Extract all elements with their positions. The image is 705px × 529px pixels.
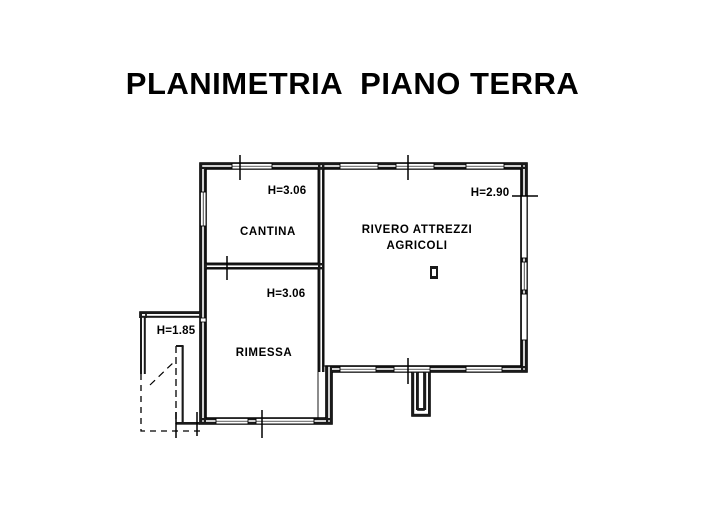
room-label-rivero-line2: AGRICOLI <box>386 240 447 252</box>
wall-fill <box>200 163 527 424</box>
window-opening <box>231 162 273 170</box>
room-label-rivero-line1: RIVERO ATTREZZI <box>362 224 473 236</box>
room-label-cantina: CANTINA <box>240 226 296 238</box>
door-opening <box>255 417 315 425</box>
pillar-marker <box>430 266 438 279</box>
window-opening <box>465 162 505 170</box>
window-opening <box>520 195 528 259</box>
stair-indicator <box>149 359 177 386</box>
door-opening <box>215 417 249 425</box>
annex-post-fill <box>176 345 200 424</box>
window-opening <box>339 162 379 170</box>
height-label-tettoia: H=1.85 <box>157 325 196 337</box>
window-opening <box>393 365 431 373</box>
window-opening <box>199 191 207 227</box>
window-openings <box>199 162 528 425</box>
height-label-rimessa: H=3.06 <box>267 288 306 300</box>
room-text-labels: H=3.06 CANTINA H=3.06 RIMESSA H=2.90 RIV… <box>157 185 510 359</box>
building-outer-walls <box>199 162 528 425</box>
room-inner-outlines <box>205 168 522 419</box>
page-title: PLANIMETRIA PIANO TERRA <box>125 66 580 101</box>
window-opening <box>395 162 435 170</box>
internal-walls <box>206 163 325 372</box>
window-opening <box>520 293 528 341</box>
annex-wall-fill <box>140 312 200 374</box>
annex-dashed-outline <box>140 374 200 432</box>
height-label-rivero: H=2.90 <box>471 187 510 199</box>
bottom-protrusion-fill <box>412 372 431 416</box>
room-label-rimessa: RIMESSA <box>236 347 293 359</box>
dimension-ticks <box>175 155 538 438</box>
door-opening <box>199 317 207 323</box>
height-label-cantina: H=3.06 <box>268 185 307 197</box>
window-opening <box>339 365 377 373</box>
window-opening <box>465 365 503 373</box>
window-opening <box>520 261 528 291</box>
